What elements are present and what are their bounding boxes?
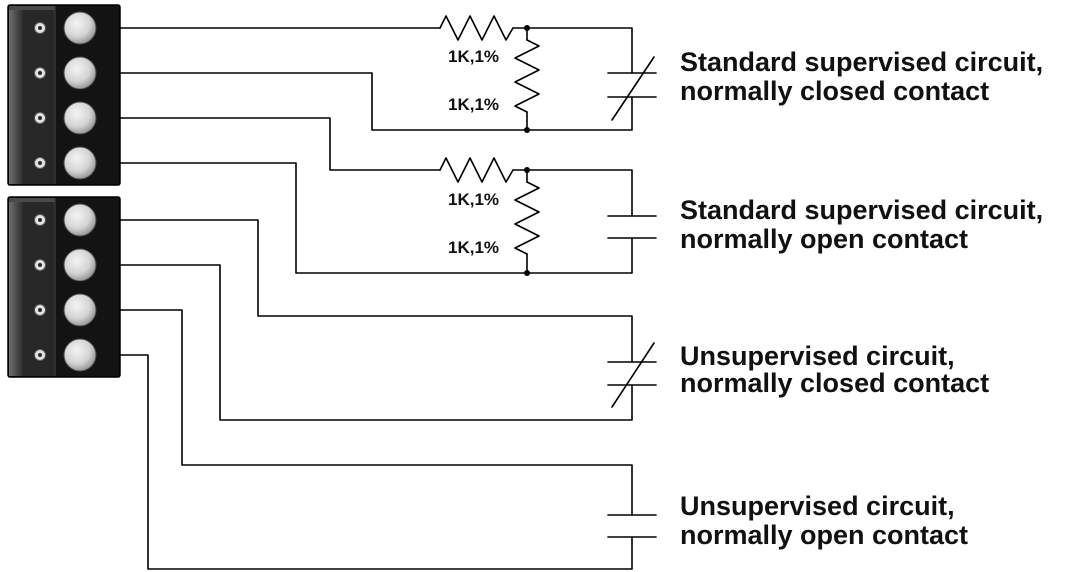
circuit-label-line-1: Standard supervised circuit, xyxy=(680,47,1043,77)
terminal-screw xyxy=(63,293,97,327)
terminal-position-3 xyxy=(34,293,97,327)
contact-normally-open xyxy=(607,514,657,538)
resistor-parallel xyxy=(514,181,540,255)
terminal-position-4 xyxy=(34,146,97,180)
resistor-value-label: 1K,1% xyxy=(448,238,499,257)
terminal-screw xyxy=(63,11,97,45)
terminal-block-top-bevel xyxy=(9,198,55,202)
resistor-value-label: 1K,1% xyxy=(448,47,499,66)
wire-entry-hole-center xyxy=(38,71,42,75)
terminal-position-4 xyxy=(34,338,97,372)
wire-d-terminal-3 xyxy=(119,309,633,516)
terminal-position-2 xyxy=(34,56,97,90)
contact-normally-open xyxy=(607,215,657,239)
wire-entry-hole-center xyxy=(38,26,42,30)
resistor-value-label: 1K,1% xyxy=(448,190,499,209)
wire-c-terminal-1 xyxy=(119,219,633,363)
wire-entry-hole-center xyxy=(38,116,42,120)
terminal-block-top xyxy=(7,4,121,186)
circuit-label-line-1: Unsupervised circuit, xyxy=(680,341,955,371)
junction-dot xyxy=(524,25,530,31)
wire-a-terminal-2 xyxy=(119,72,633,131)
resistor-series xyxy=(439,157,514,183)
circuit-label-line-1: Unsupervised circuit, xyxy=(680,491,955,521)
terminal-block-bottom xyxy=(7,196,121,378)
wire-a-terminal-1 xyxy=(119,27,633,74)
wire-b-terminal-4 xyxy=(119,162,633,274)
terminal-screw xyxy=(63,338,97,372)
contact-closed-slash xyxy=(611,56,655,121)
terminal-position-1 xyxy=(34,11,97,45)
terminal-block-side-bevel xyxy=(9,6,23,184)
terminal-position-2 xyxy=(34,248,97,282)
wire-c-terminal-2 xyxy=(119,264,633,421)
resistor-parallel xyxy=(514,39,540,113)
circuit-label-line-1: Standard supervised circuit, xyxy=(680,195,1043,225)
wire-entry-hole-center xyxy=(38,218,42,222)
contact-normally-closed xyxy=(607,342,657,408)
terminal-screw xyxy=(63,248,97,282)
contact-normally-closed xyxy=(607,56,657,121)
circuit-unsupervised-no: Unsupervised circuit, normally open cont… xyxy=(119,309,968,570)
circuit-label-line-2: normally open contact xyxy=(680,520,968,550)
terminal-block-side-bevel xyxy=(9,198,23,376)
circuit-label-line-2: normally closed contact xyxy=(680,368,989,398)
terminal-block-hole-strip xyxy=(23,198,55,376)
circuit-label-line-2: normally closed contact xyxy=(680,76,989,106)
contact-closed-slash xyxy=(611,342,655,408)
terminal-screw xyxy=(63,203,97,237)
terminal-block-top-bevel xyxy=(9,6,55,10)
circuit-label-line-2: normally open contact xyxy=(680,224,968,254)
terminal-screw xyxy=(63,146,97,180)
circuit-supervised-nc: 1K,1% 1K,1% Standard supervised circuit,… xyxy=(119,15,1043,133)
terminal-position-1 xyxy=(34,203,97,237)
circuit-unsupervised-nc: Unsupervised circuit, normally closed co… xyxy=(119,219,989,421)
resistor-series xyxy=(439,15,514,41)
wire-entry-hole-center xyxy=(38,161,42,165)
wire-b-terminal-3 xyxy=(119,117,633,217)
terminal-screw xyxy=(63,56,97,90)
wire-entry-hole-center xyxy=(38,308,42,312)
resistor-value-label: 1K,1% xyxy=(448,95,499,114)
wire-d-terminal-4 xyxy=(119,354,633,570)
junction-dot xyxy=(524,167,530,173)
wire-entry-hole-center xyxy=(38,263,42,267)
terminal-screw xyxy=(63,101,97,135)
circuit-supervised-no: 1K,1% 1K,1% Standard supervised circuit,… xyxy=(119,117,1043,276)
wire-entry-hole-center xyxy=(38,353,42,357)
terminal-position-3 xyxy=(34,101,97,135)
terminal-block-hole-strip xyxy=(23,6,55,184)
